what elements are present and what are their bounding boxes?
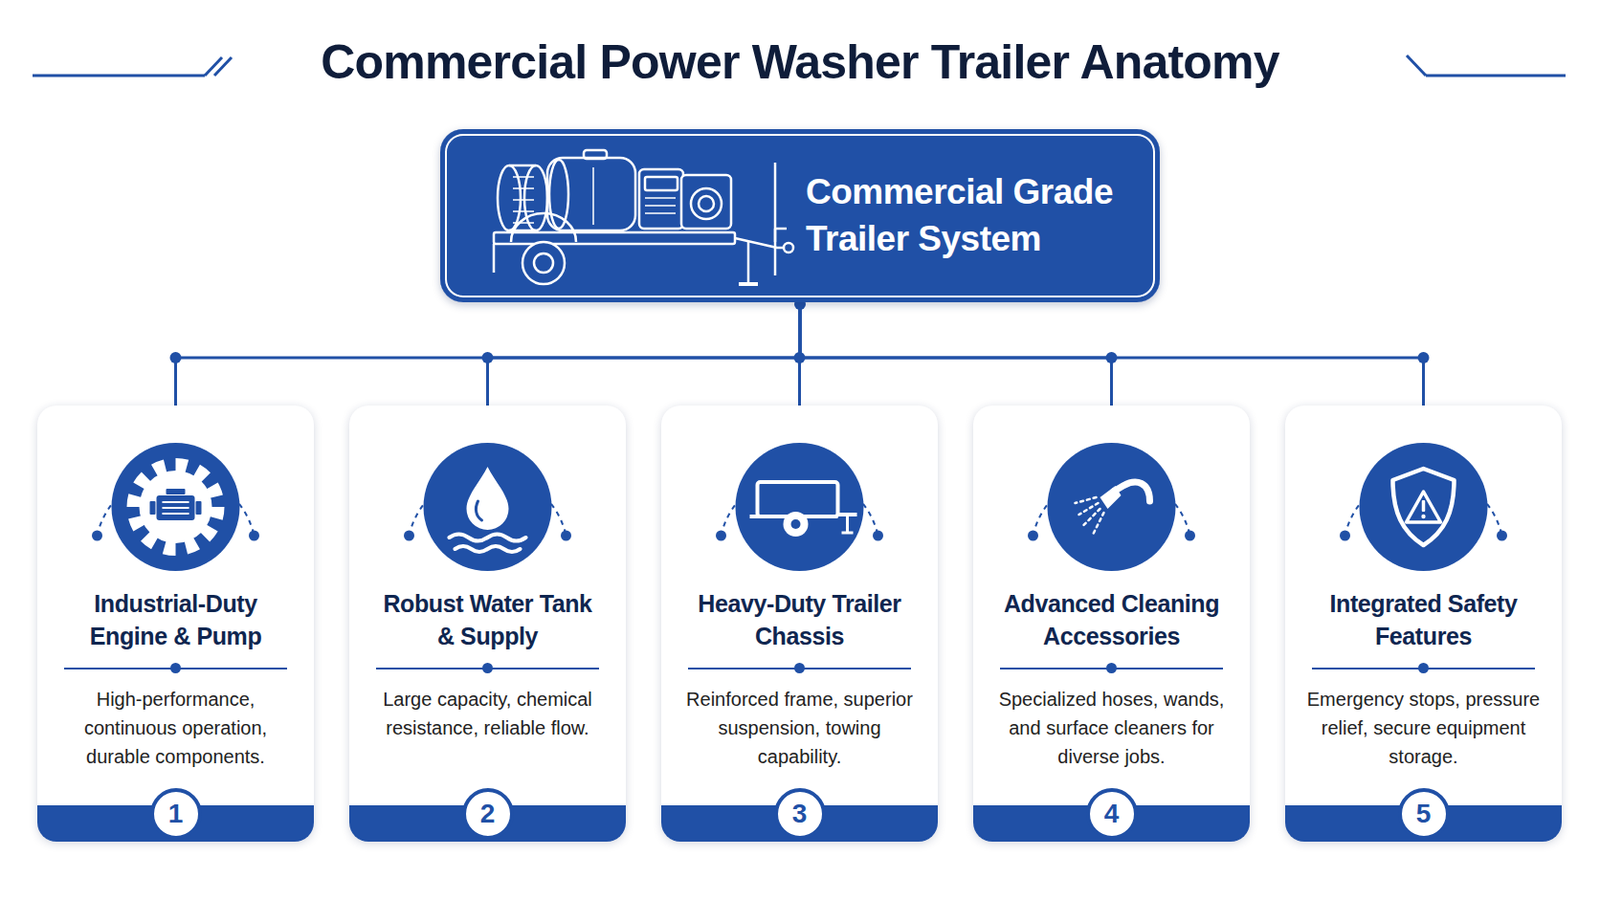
diagram-title: Commercial Power Washer Trailer Anatomy [225,34,1375,90]
divider-dot [794,663,805,674]
number-badge: 2 [462,788,514,841]
trailer-illustration [493,150,794,292]
number-badge: 5 [1398,788,1450,841]
connector-line [488,302,801,406]
component-card: Advanced Cleaning AccessoriesSpecialized… [973,405,1250,843]
junction-dot [482,352,494,364]
callout-number: 4 [1104,799,1120,829]
divider-dot [1106,663,1117,674]
card-description: Reinforced frame, superior suspension, t… [682,685,917,772]
card-description: Emergency stops, pressure relief, secure… [1306,685,1541,772]
number-badge: 4 [1086,788,1138,841]
card-icons [91,443,1508,572]
number-badge: 1 [150,788,202,841]
card-heading: Heavy-Duty Trailer Chassis [689,587,911,653]
component-card: Heavy-Duty Trailer ChassisReinforced fra… [661,405,938,843]
water-icon [403,443,572,572]
junction-dot [1418,352,1430,364]
header-divider [774,162,778,276]
engine-icon [91,443,260,572]
divider-dot [482,663,493,674]
callout-number: 3 [792,799,808,829]
connector-line [800,302,1112,406]
callout-number: 2 [480,799,496,829]
nozzle-icon [1027,443,1196,572]
card-description: Large capacity, chemical resistance, rel… [370,685,605,743]
card-description: Specialized hoses, wands, and surface cl… [994,685,1229,772]
callout-number: 1 [168,799,184,829]
number-badge: 3 [774,788,826,841]
connector-line [800,302,1424,406]
card-heading: Robust Water Tank & Supply [377,587,599,653]
component-card: Integrated Safety FeaturesEmergency stop… [1285,405,1562,843]
divider-dot [1418,663,1429,674]
callout-number: 5 [1416,799,1432,829]
divider-dot [170,663,181,674]
component-card: Industrial-Duty Engine & PumpHigh-perfor… [37,405,314,843]
card-heading: Integrated Safety Features [1313,587,1534,653]
system-box: Commercial Grade Trailer System [440,129,1160,303]
junction-dot [170,352,182,364]
shield-icon [1339,443,1508,572]
card-heading: Industrial-Duty Engine & Pump [66,587,287,653]
connector-line [176,302,801,406]
title-decoration [32,55,1566,76]
component-card: Robust Water Tank & SupplyLarge capacity… [349,405,626,843]
card-heading: Advanced Cleaning Accessories [992,587,1232,653]
trailer-icon [715,443,884,572]
system-title: Commercial Grade Trailer System [805,169,1141,262]
card-description: High-performance, continuous operation, … [58,685,293,772]
